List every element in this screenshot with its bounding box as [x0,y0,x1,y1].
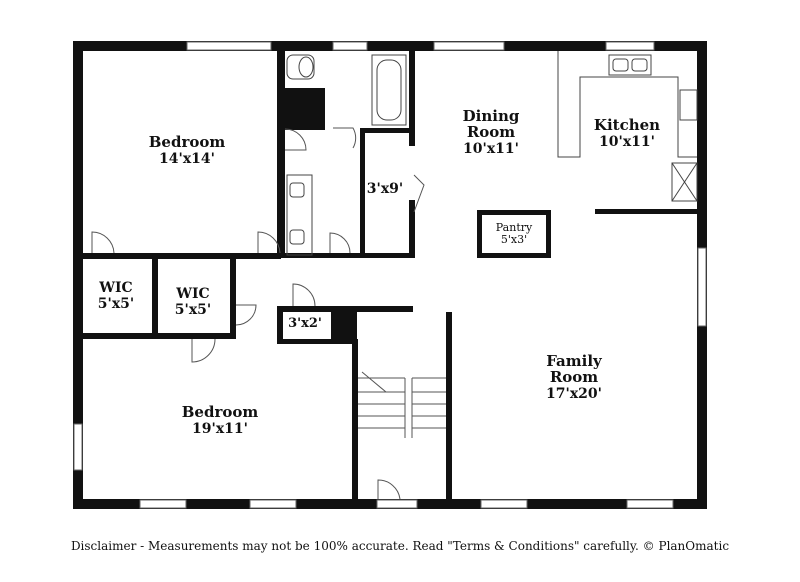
kitchen-fixtures [557,51,698,202]
pantry-name: Pantry [496,221,533,234]
family-name-line1: Family [546,352,603,370]
closet-small-size: 3'x2' [288,316,322,331]
kitchen-name: Kitchen [594,116,660,134]
wic-1-size: 5'x5' [98,296,134,312]
dining-size: 10'x11' [463,141,519,157]
pantry-size: 5'x3' [501,233,527,246]
bedroom-2-size: 19'x11' [192,421,248,437]
wic-2-size: 5'x5' [175,302,211,318]
floor-plan: Bedroom 14'x14' 3'x9' Dining Room 10'x11… [73,41,707,509]
doors [91,127,425,500]
exterior-walls [73,41,707,509]
bedroom-2-name: Bedroom [182,403,259,421]
dining-name-line1: Dining [463,107,520,125]
room-labels: Bedroom 14'x14' 3'x9' Dining Room 10'x11… [98,107,660,437]
family-name-line2: Room [550,368,598,386]
disclaimer-text: Disclaimer - Measurements may not be 100… [70,539,730,553]
dining-name-line2: Room [467,123,515,141]
bedroom-1-name: Bedroom [149,133,226,151]
kitchen-size: 10'x11' [599,134,655,150]
interior-walls [83,51,697,509]
family-size: 17'x20' [546,386,602,402]
bath-closet-size: 3'x9' [367,181,403,197]
stairs [358,371,446,438]
bath-fixtures [286,54,407,256]
windows [73,41,707,509]
bedroom-1-size: 14'x14' [159,151,215,167]
wic-2-name: WIC [175,286,209,302]
pantry-box [477,210,551,258]
wic-1-name: WIC [98,280,132,296]
